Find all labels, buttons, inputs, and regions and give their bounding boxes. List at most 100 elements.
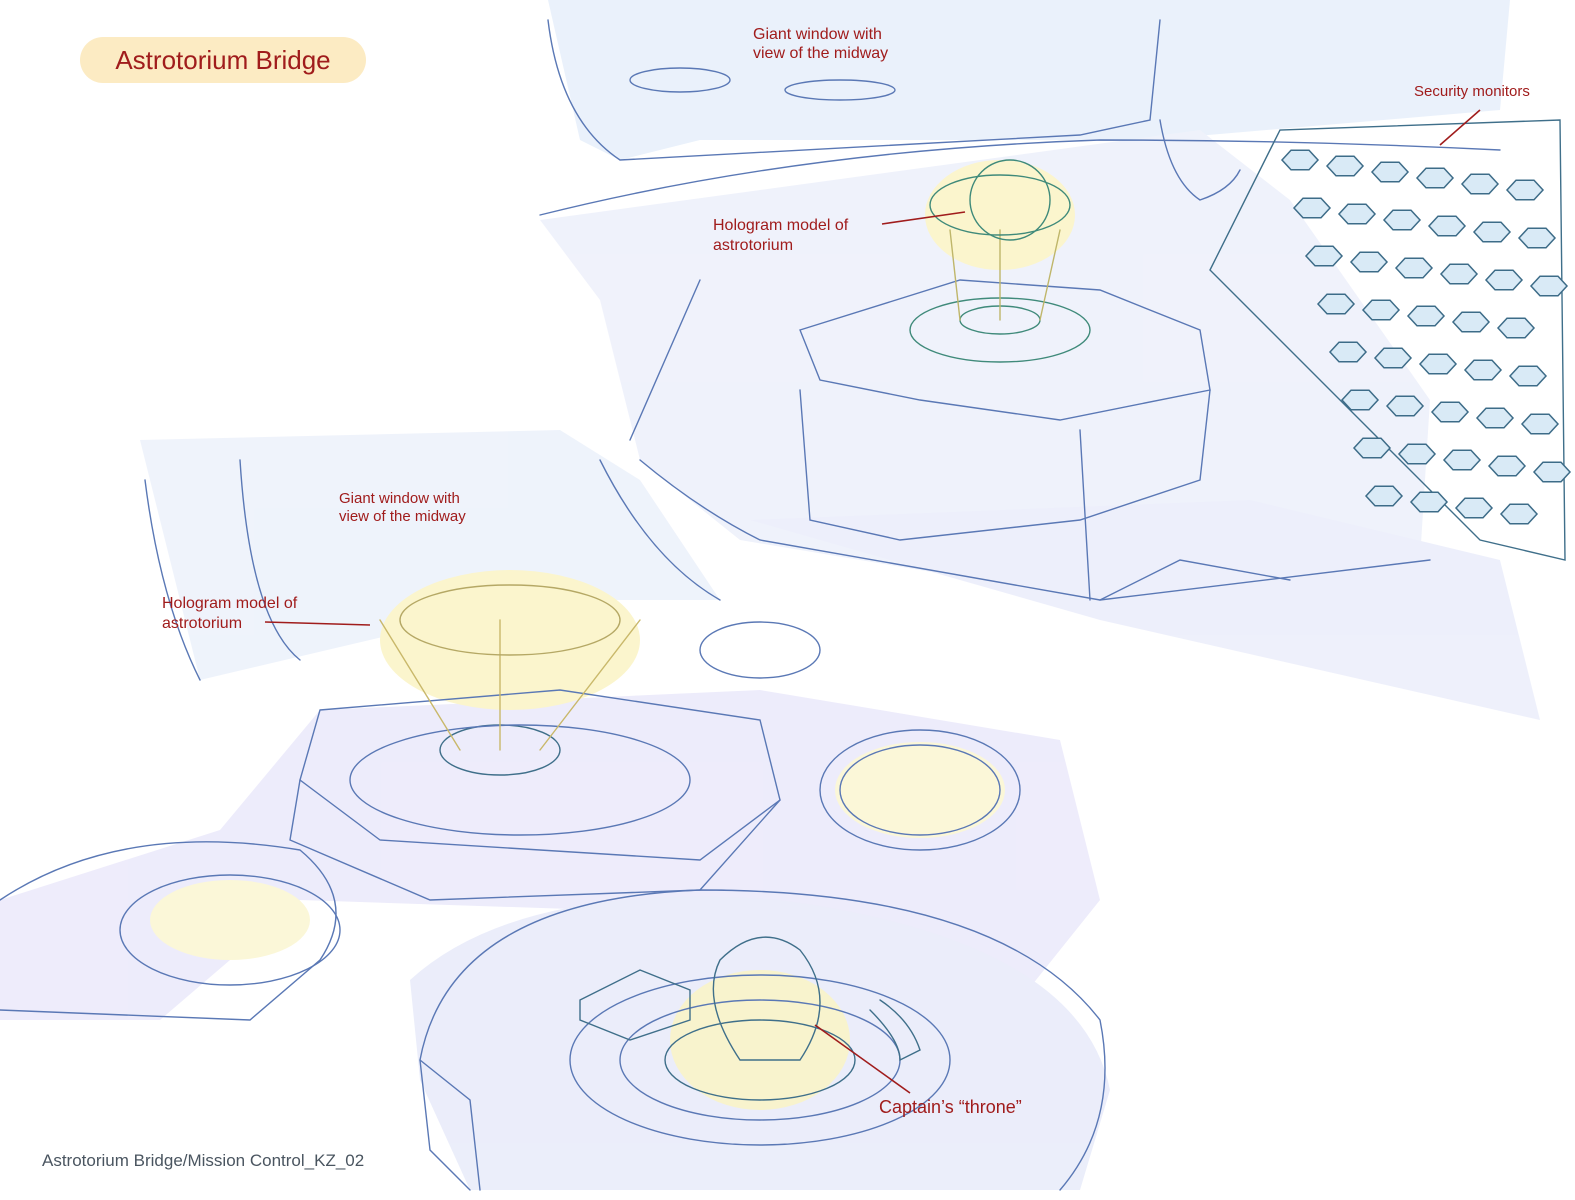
annotation-hologram-lower-line1: Hologram model of (162, 595, 298, 612)
upper-hologram-model (929, 174, 1071, 236)
upper-window-wash (548, 0, 1510, 160)
leader-hologram-lower (264, 621, 371, 626)
pod-left-ring (119, 874, 341, 986)
lower-platform-top (299, 689, 781, 861)
security-monitor (1439, 263, 1479, 285)
security-monitor (1397, 443, 1437, 465)
security-monitor (1373, 347, 1413, 369)
pod-left (0, 841, 337, 1021)
throne-ring-3 (664, 1019, 856, 1101)
annotation-captain-throne: Captain’s “throne” (879, 1097, 1022, 1117)
annotation-security-monitors: Security monitors (1414, 83, 1530, 100)
security-monitor (1460, 173, 1500, 195)
upper-room-wash (540, 130, 1430, 600)
security-monitor (1316, 293, 1356, 315)
lower-hologram-model (399, 584, 621, 656)
hologram-upper-glow (925, 160, 1075, 270)
security-monitor (1406, 305, 1446, 327)
security-monitor (1409, 491, 1449, 513)
lower-hologram-beam (379, 619, 641, 751)
annotation-window-upper-line2: view of the midway (753, 45, 889, 62)
pod-right-glow (835, 742, 1005, 838)
security-monitor (1337, 203, 1377, 225)
security-monitor (1463, 359, 1503, 381)
security-monitor (1415, 167, 1455, 189)
security-monitor (1304, 245, 1344, 267)
upper-room-floor (1079, 429, 1291, 601)
security-monitor-grid (1280, 149, 1572, 525)
throne-seat (712, 936, 821, 1061)
security-monitor (1475, 407, 1515, 429)
security-monitor (1292, 197, 1332, 219)
security-monitor (1508, 365, 1548, 387)
security-monitor (1361, 299, 1401, 321)
annotation-hologram-upper-line2: astrotorium (713, 237, 794, 254)
annotation-window-upper-line1: Giant window with (753, 26, 882, 43)
pod-right-inner (839, 744, 1001, 836)
pod-left-glow (150, 880, 310, 960)
security-monitor (1499, 503, 1539, 525)
throne-console (579, 969, 691, 1041)
security-monitor (1496, 317, 1536, 339)
security-monitor (1505, 179, 1545, 201)
ceiling-edge (539, 139, 1501, 216)
annotation-window-lower-line2: view of the midway (339, 508, 466, 525)
security-monitor (1340, 389, 1380, 411)
upper-hologram-ring (969, 159, 1051, 241)
throne-ring-1 (569, 974, 951, 1146)
upper-window-frame (547, 19, 1161, 161)
security-monitor (1280, 149, 1320, 171)
upper-window-ride (629, 67, 731, 93)
security-monitor (1487, 455, 1527, 477)
pod-right (819, 729, 1021, 851)
security-monitor (1328, 341, 1368, 363)
wash-layer (0, 0, 1540, 1190)
annotation-hologram-upper-line1: Hologram model of (713, 217, 849, 234)
security-monitor (1325, 155, 1365, 177)
lower-hologram-base (349, 724, 691, 836)
leader-security-monitors (1439, 109, 1481, 146)
upper-hologram-beam (949, 229, 1061, 321)
security-monitor (1385, 395, 1425, 417)
annotation-window-lower-line1: Giant window with (339, 490, 460, 507)
upper-platform-side (799, 389, 1211, 541)
lower-platform-side (289, 779, 781, 901)
leader-captain-throne (814, 1024, 911, 1094)
upper-window-ride-2 (784, 79, 896, 101)
security-monitor (1352, 437, 1392, 459)
security-monitor (1394, 257, 1434, 279)
security-monitor (1349, 251, 1389, 273)
throne-arm (869, 999, 921, 1062)
upper-window-pillar (1159, 119, 1241, 201)
security-monitor (1418, 353, 1458, 375)
lower-window-frame (144, 459, 721, 681)
security-monitor (1532, 461, 1572, 483)
security-monitor (1517, 227, 1557, 249)
security-monitor (1451, 311, 1491, 333)
security-monitor (1427, 215, 1467, 237)
leader-lines (264, 109, 1481, 1094)
throne-platform-rim (419, 889, 1106, 1191)
security-monitor (1484, 269, 1524, 291)
hologram-lower-glow (380, 570, 640, 710)
annotation-hologram-lower-line2: astrotorium (162, 615, 243, 632)
security-monitor (1442, 449, 1482, 471)
pod-top (699, 621, 821, 679)
security-monitor (1529, 275, 1569, 297)
page-title: Astrotorium Bridge (80, 37, 366, 83)
security-monitor (1430, 401, 1470, 423)
throne-platform-side (419, 1059, 481, 1191)
security-monitor (1382, 209, 1422, 231)
upper-room-wall (629, 279, 1431, 601)
security-monitor (1454, 497, 1494, 519)
lower-window-wash (140, 430, 720, 680)
upper-floor-wash (750, 500, 1540, 720)
sketch-lines (539, 19, 1566, 601)
security-monitor (1364, 485, 1404, 507)
sketch-lines-lower (0, 459, 1106, 1191)
figure-caption: Astrotorium Bridge/Mission Control_KZ_02 (42, 1151, 365, 1170)
security-monitor (1370, 161, 1410, 183)
throne-glow (670, 970, 850, 1110)
leader-hologram-upper (881, 211, 966, 225)
